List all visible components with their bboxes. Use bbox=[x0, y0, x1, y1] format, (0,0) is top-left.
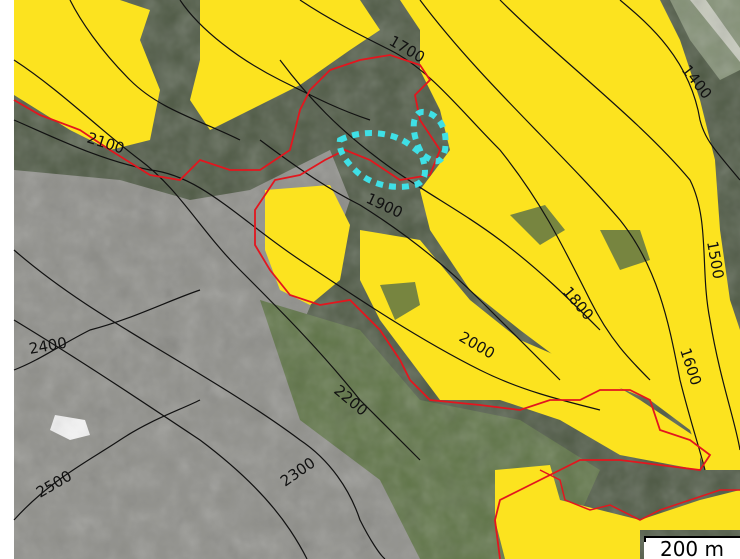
scale-bar-background bbox=[644, 536, 740, 559]
yellow-area-northwest bbox=[14, 0, 160, 150]
contour-line-2200 bbox=[13, 249, 386, 559]
yellow-classified-areas bbox=[14, 0, 740, 559]
contour-line-extra bbox=[179, 0, 371, 121]
contour-line-1700 bbox=[299, 0, 651, 381]
contour-line-1800 bbox=[279, 59, 601, 331]
contour-lines bbox=[13, 0, 740, 559]
contour-line-2100 bbox=[13, 59, 421, 461]
meadow-gap bbox=[600, 230, 650, 270]
scale-bar: 200 m bbox=[644, 536, 740, 559]
red-boundary-line-south bbox=[539, 469, 740, 521]
contour-line-1500 bbox=[499, 0, 740, 451]
contour-line-1600 bbox=[419, 0, 706, 471]
contour-line-2500 bbox=[13, 399, 201, 521]
scale-bar-label: 200 m bbox=[660, 537, 724, 559]
contour-line-1400 bbox=[619, 0, 740, 181]
meadow-gap bbox=[510, 205, 565, 245]
contour-line-extra bbox=[69, 0, 241, 141]
dotted-ellipse-marker-icon[interactable] bbox=[336, 108, 449, 190]
yellow-area-east bbox=[400, 0, 740, 470]
map-margin bbox=[0, 0, 14, 559]
meadow-gap bbox=[380, 282, 420, 320]
red-boundary-line bbox=[13, 54, 712, 559]
yellow-area-north bbox=[190, 0, 380, 130]
contour-line-2000 bbox=[13, 119, 601, 411]
contour-line-2300 bbox=[13, 319, 308, 559]
yellow-area-center bbox=[265, 185, 350, 305]
contour-line-1900 bbox=[259, 139, 561, 381]
yellow-area-south bbox=[495, 465, 740, 559]
contour-line-2400 bbox=[13, 289, 201, 371]
